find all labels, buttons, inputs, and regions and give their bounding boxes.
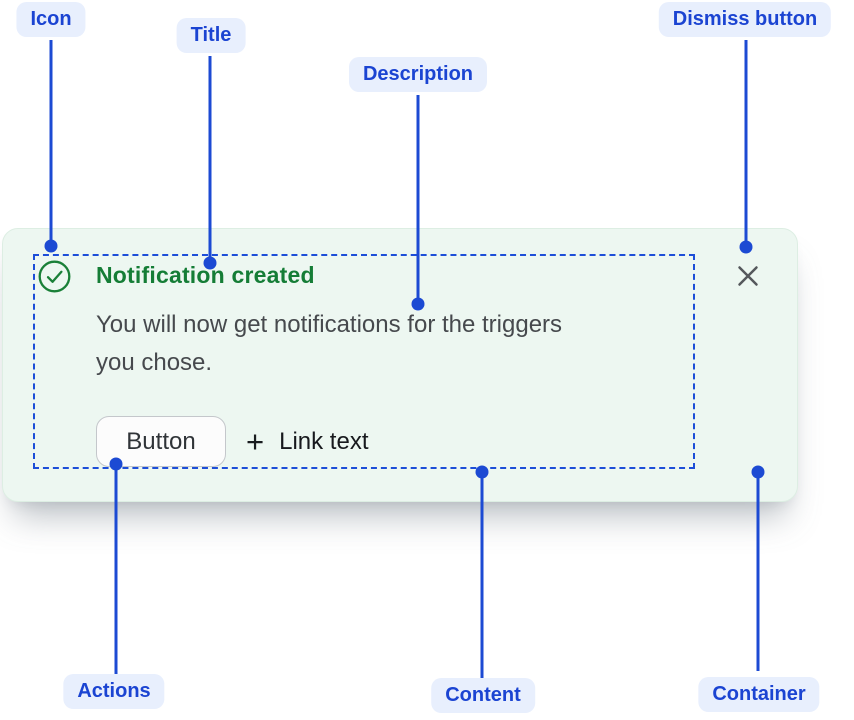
- container-label: Container: [698, 677, 820, 712]
- container-callout-dot: [751, 465, 765, 479]
- title-label: Title: [176, 18, 246, 53]
- icon-callout-line: [49, 40, 53, 246]
- dismiss-callout-dot: [739, 240, 753, 254]
- toast-link-label: Link text: [279, 427, 369, 455]
- actions-label: Actions: [63, 674, 165, 709]
- toast-description-line1: You will now get notifications for the t…: [96, 311, 563, 338]
- description-label: Description: [348, 57, 488, 92]
- close-icon: [735, 263, 761, 292]
- content-label: Content: [431, 678, 535, 713]
- description-callout-line: [416, 95, 420, 304]
- container-callout-line: [756, 472, 760, 671]
- title-callout-dot: [203, 256, 217, 270]
- toast-action-button-label: Button: [126, 427, 196, 455]
- title-callout-line: [208, 56, 212, 263]
- icon-label: Icon: [16, 2, 86, 37]
- dismiss-callout-line: [744, 40, 748, 247]
- description-callout-dot: [411, 297, 425, 311]
- dismiss-button[interactable]: [732, 261, 764, 293]
- icon-callout-dot: [44, 239, 58, 253]
- dismiss-button-label: Dismiss button: [658, 2, 832, 37]
- actions-callout-line: [114, 464, 118, 674]
- actions-callout-dot: [109, 457, 123, 471]
- content-callout-dot: [475, 465, 489, 479]
- content-callout-line: [480, 472, 484, 678]
- toast-action-button[interactable]: Button: [96, 416, 226, 467]
- success-check-icon: [38, 260, 71, 293]
- toast-description-line2: you chose.: [96, 349, 213, 376]
- toast-description: You will now get notifications for the t…: [96, 306, 562, 382]
- toast-action-link[interactable]: + Link text: [246, 416, 369, 467]
- plus-icon: +: [246, 424, 265, 459]
